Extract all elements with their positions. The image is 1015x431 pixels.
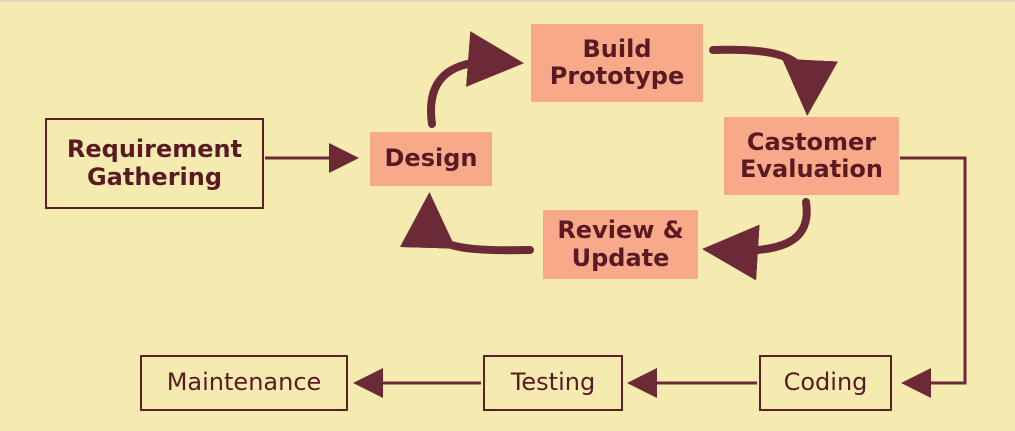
node-requirement-gathering-label: Requirement Gathering — [66, 135, 243, 191]
node-build-prototype-label: Build Prototype — [549, 34, 685, 90]
node-design-label: Design — [384, 144, 478, 173]
node-review-update: Review & Update — [543, 210, 698, 279]
arrow-review-to-design — [399, 192, 534, 255]
node-design: Design — [370, 132, 492, 186]
node-customer-evaluation: Castomer Evaluation — [724, 117, 899, 195]
node-build-prototype: Build Prototype — [531, 24, 703, 102]
node-testing-label: Testing — [510, 368, 596, 397]
node-coding: Coding — [759, 355, 892, 411]
node-customer-evaluation-label: Castomer Evaluation — [739, 127, 883, 183]
arrow-build-to-evaluation — [709, 45, 838, 116]
node-review-update-label: Review & Update — [557, 216, 684, 272]
node-coding-label: Coding — [783, 368, 868, 397]
arrow-evaluation-to-review — [702, 198, 811, 281]
node-testing: Testing — [483, 355, 623, 411]
arrow-design-to-build — [427, 31, 524, 128]
node-requirement-gathering: Requirement Gathering — [45, 118, 264, 209]
node-maintenance: Maintenance — [140, 355, 348, 411]
node-maintenance-label: Maintenance — [166, 368, 322, 397]
arrow-evaluation-to-coding — [900, 156, 967, 398]
